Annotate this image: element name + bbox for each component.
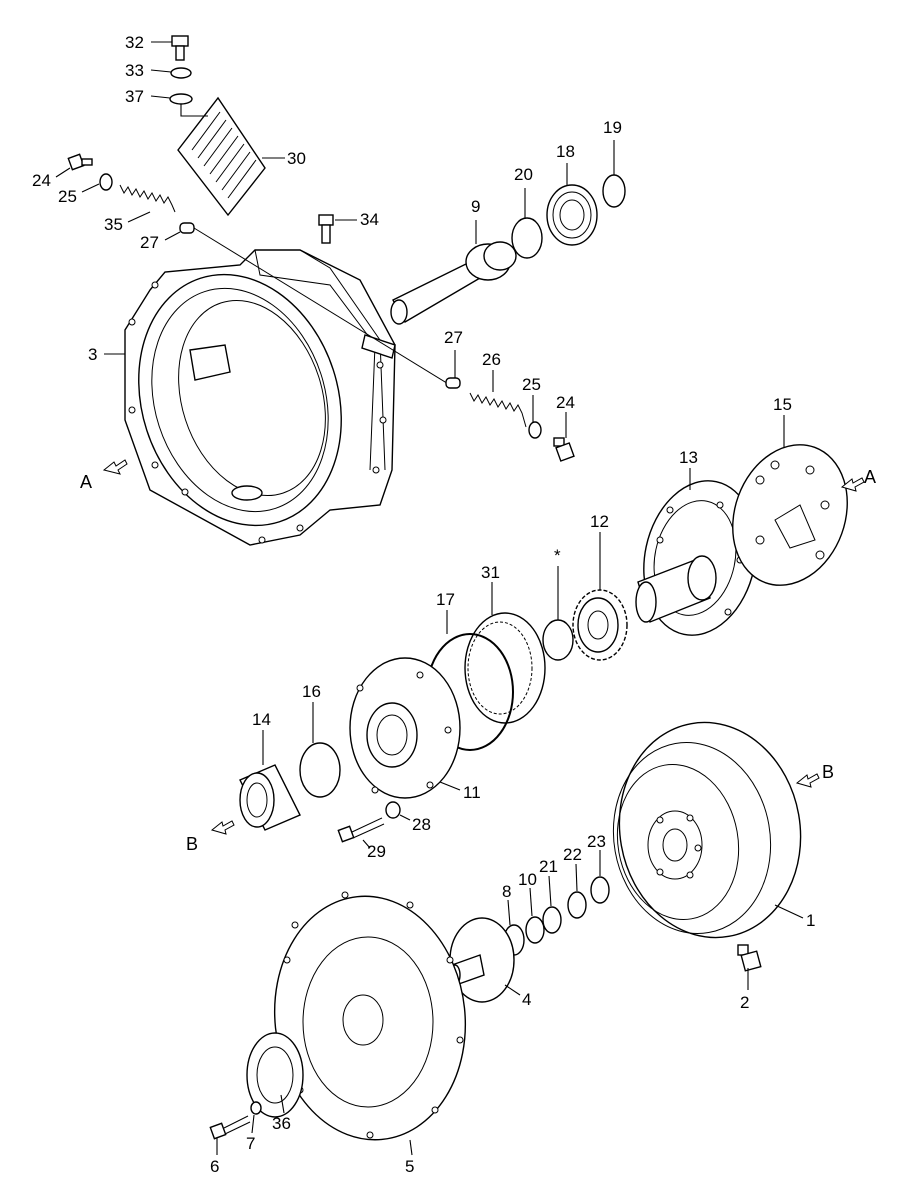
view-arrow-a-left [102,459,128,475]
callout-8: 8 [502,882,511,901]
callout-37: 37 [125,87,144,106]
callout-21: 21 [539,857,558,876]
ring-10 [525,916,545,944]
callout-2: 2 [740,993,749,1012]
clutch-housing [124,249,396,546]
snap-ring-19 [602,174,626,208]
gear-12 [572,589,628,661]
washer-37 [169,93,193,105]
view-labels: A A B B [80,467,876,854]
ring-plate-36 [246,1032,304,1118]
ring-23 [590,876,610,904]
callout-1: 1 [806,911,815,930]
callout-31: 31 [481,563,500,582]
view-label-b-left: B [186,834,198,854]
plate-15 [732,444,848,586]
view-arrow-b-right [795,773,820,788]
callout-16: 16 [302,682,321,701]
ring-star [542,619,574,661]
callout-25-lower: 25 [522,375,541,394]
callout-19: 19 [603,118,622,137]
ring-22 [567,891,587,919]
callout-28: 28 [412,815,431,834]
callout-5: 5 [405,1157,414,1176]
view-label-a-right: A [864,467,876,487]
bolt-6 [209,1115,251,1140]
callout-27-upper: 27 [140,233,159,252]
callout-15: 15 [773,395,792,414]
bolt-34 [318,214,334,244]
pump-body-11 [349,657,461,799]
callout-11: 11 [463,783,481,802]
cover-plate [177,96,266,217]
drive-plate-13 [635,480,757,636]
gear-ring-31 [464,612,546,724]
ring-16 [299,742,341,798]
bolt-24-upper [67,153,93,171]
spring-26 [469,392,527,428]
view-arrow-b-left [210,820,235,835]
callout-17: 17 [436,590,455,609]
callout-36: 36 [272,1114,291,1133]
callout-14: 14 [252,710,271,729]
callout-18: 18 [556,142,575,161]
callout-22: 22 [563,845,582,864]
callout-6: 6 [210,1157,219,1176]
ring-20 [511,217,543,259]
bearing-18 [546,184,598,246]
bolt-32 [171,35,189,61]
bolt-2 [737,944,762,972]
callout-star: * [554,546,561,565]
washer-25-lower [528,421,542,439]
seal-14 [239,764,301,831]
spring-35 [119,184,176,213]
bolt-29 [337,817,385,843]
ring-21 [542,906,562,934]
washer-7 [250,1101,262,1115]
callout-4: 4 [522,990,531,1009]
view-label-b-right: B [822,762,834,782]
callout-34: 34 [360,210,379,229]
callout-10: 10 [518,870,537,889]
callout-7: 7 [246,1134,255,1153]
callout-26: 26 [482,350,501,369]
bolt-24-lower [553,437,575,462]
callout-labels: 32 33 37 30 24 25 35 27 34 9 20 18 19 3 … [32,33,815,1176]
callout-24-lower: 24 [556,393,575,412]
washer-28 [385,801,401,819]
callout-13: 13 [679,448,698,467]
shaft-9 [390,241,517,325]
callout-24-upper: 24 [32,171,51,190]
pin-27-upper [179,222,195,234]
torque-converter-1 [612,721,802,939]
callout-3: 3 [88,345,97,364]
callout-30: 30 [287,149,306,168]
pin-27-lower [445,377,461,389]
callout-12: 12 [590,512,609,531]
callout-20: 20 [514,165,533,184]
washer-33 [170,67,192,79]
callout-9: 9 [471,197,480,216]
callout-35: 35 [104,215,123,234]
washer-25-upper [99,173,113,191]
callout-33: 33 [125,61,144,80]
view-arrow-a-right [840,477,865,492]
view-label-a-left: A [80,472,92,492]
callout-23: 23 [587,832,606,851]
leader-lines [55,41,804,1156]
callout-25-upper: 25 [58,187,77,206]
callout-32: 32 [125,33,144,52]
flex-plate-5 [273,891,467,1141]
callout-29: 29 [367,842,386,861]
callout-27-lower: 27 [444,328,463,347]
